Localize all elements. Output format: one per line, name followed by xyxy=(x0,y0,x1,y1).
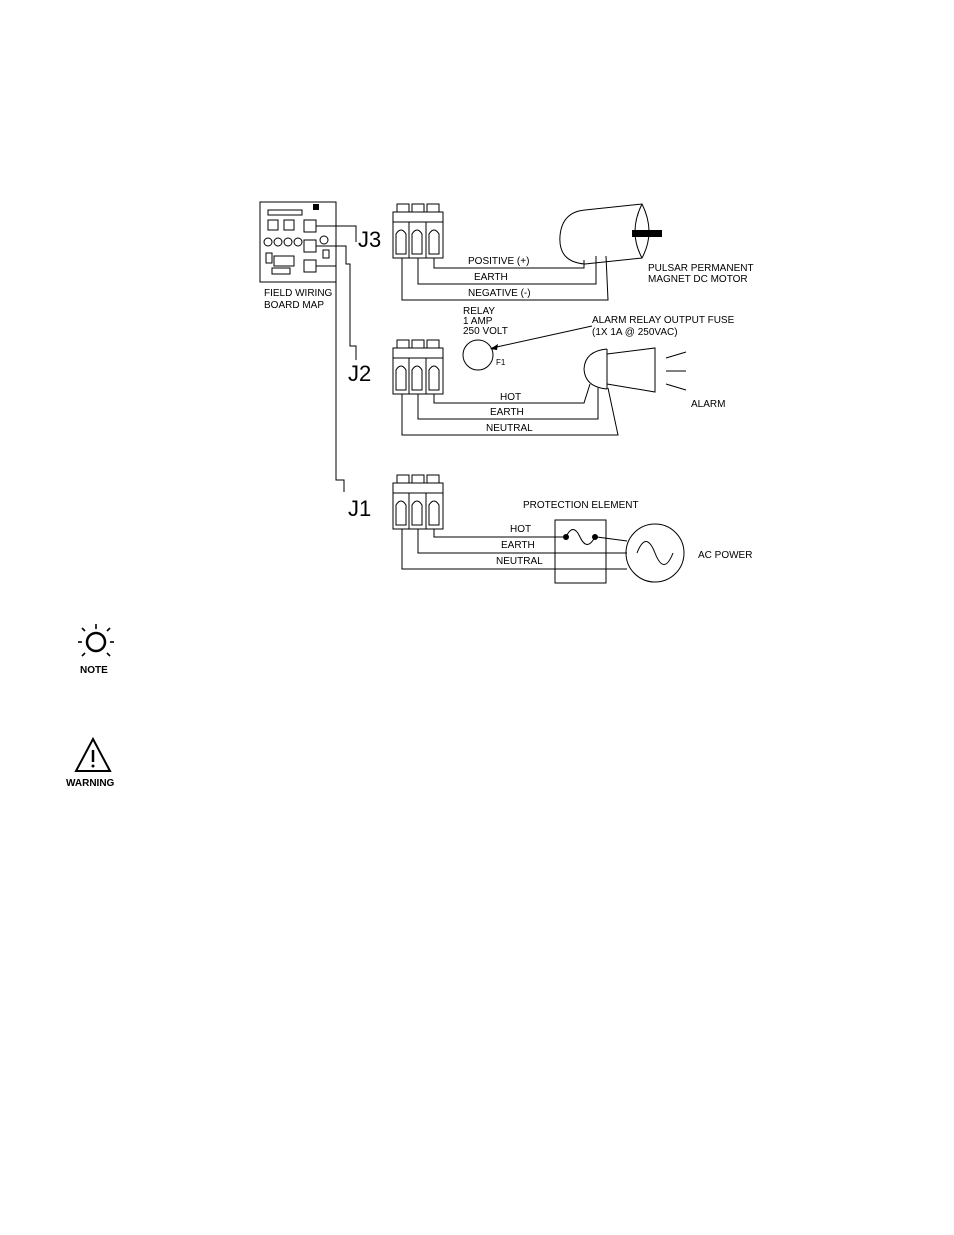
ac-power-icon: AC POWER xyxy=(626,524,752,582)
relay-label-3: 250 VOLT xyxy=(463,326,508,337)
board-map-label-1: FIELD WIRING xyxy=(264,288,333,299)
connector-label-j3: J3 xyxy=(358,227,381,252)
dc-motor-icon: PULSAR PERMANENT MAGNET DC MOTOR xyxy=(560,204,754,285)
j2-wire-label-earth: EARTH xyxy=(490,407,524,418)
motor-label-1: PULSAR PERMANENT xyxy=(648,263,754,274)
fuse-callout-label-1: ALARM RELAY OUTPUT FUSE xyxy=(592,315,735,326)
protection-element-label: PROTECTION ELEMENT xyxy=(523,500,639,511)
j3-wire-label-earth: EARTH xyxy=(474,272,508,283)
alarm-label: ALARM xyxy=(691,399,725,410)
j1-wire-label-neutral: NEUTRAL xyxy=(496,556,543,567)
j1-wires: HOT EARTH NEUTRAL xyxy=(402,524,627,569)
motor-label-2: MAGNET DC MOTOR xyxy=(648,274,748,285)
j2-wires: HOT EARTH NEUTRAL xyxy=(402,384,618,435)
terminal-block-j2 xyxy=(393,340,443,394)
connector-label-j1: J1 xyxy=(348,496,371,521)
connector-label-j2: J2 xyxy=(348,361,371,386)
j2-wire-label-neutral: NEUTRAL xyxy=(486,423,533,434)
terminal-block-j1 xyxy=(393,475,443,529)
board-map: FIELD WIRING BOARD MAP xyxy=(260,202,336,311)
j1-wire-label-hot: HOT xyxy=(510,524,531,535)
fuse-callout-label-2: (1X 1A @ 250VAC) xyxy=(592,327,678,338)
relay-group: RELAY 1 AMP 250 VOLT F1 ALARM RELAY OUTP… xyxy=(463,306,735,370)
board-leader-lines xyxy=(316,226,356,492)
j2-wire-label-hot: HOT xyxy=(500,392,521,403)
j3-wire-label-positive: POSITIVE (+) xyxy=(468,256,529,267)
j3-wire-label-negative: NEGATIVE (-) xyxy=(468,288,531,299)
note-label: NOTE xyxy=(80,665,108,676)
terminal-block-j3 xyxy=(393,204,443,258)
warning-triangle-icon: WARNING xyxy=(66,739,115,789)
warning-label: WARNING xyxy=(66,778,115,789)
protection-element: PROTECTION ELEMENT xyxy=(523,500,639,583)
j1-wire-label-earth: EARTH xyxy=(501,540,535,551)
alarm-horn-icon: ALARM xyxy=(584,348,725,410)
note-lightbulb-icon: NOTE xyxy=(78,624,114,676)
ac-power-label: AC POWER xyxy=(698,550,752,561)
board-map-label-2: BOARD MAP xyxy=(264,300,324,311)
fuse-id-label: F1 xyxy=(496,358,506,367)
